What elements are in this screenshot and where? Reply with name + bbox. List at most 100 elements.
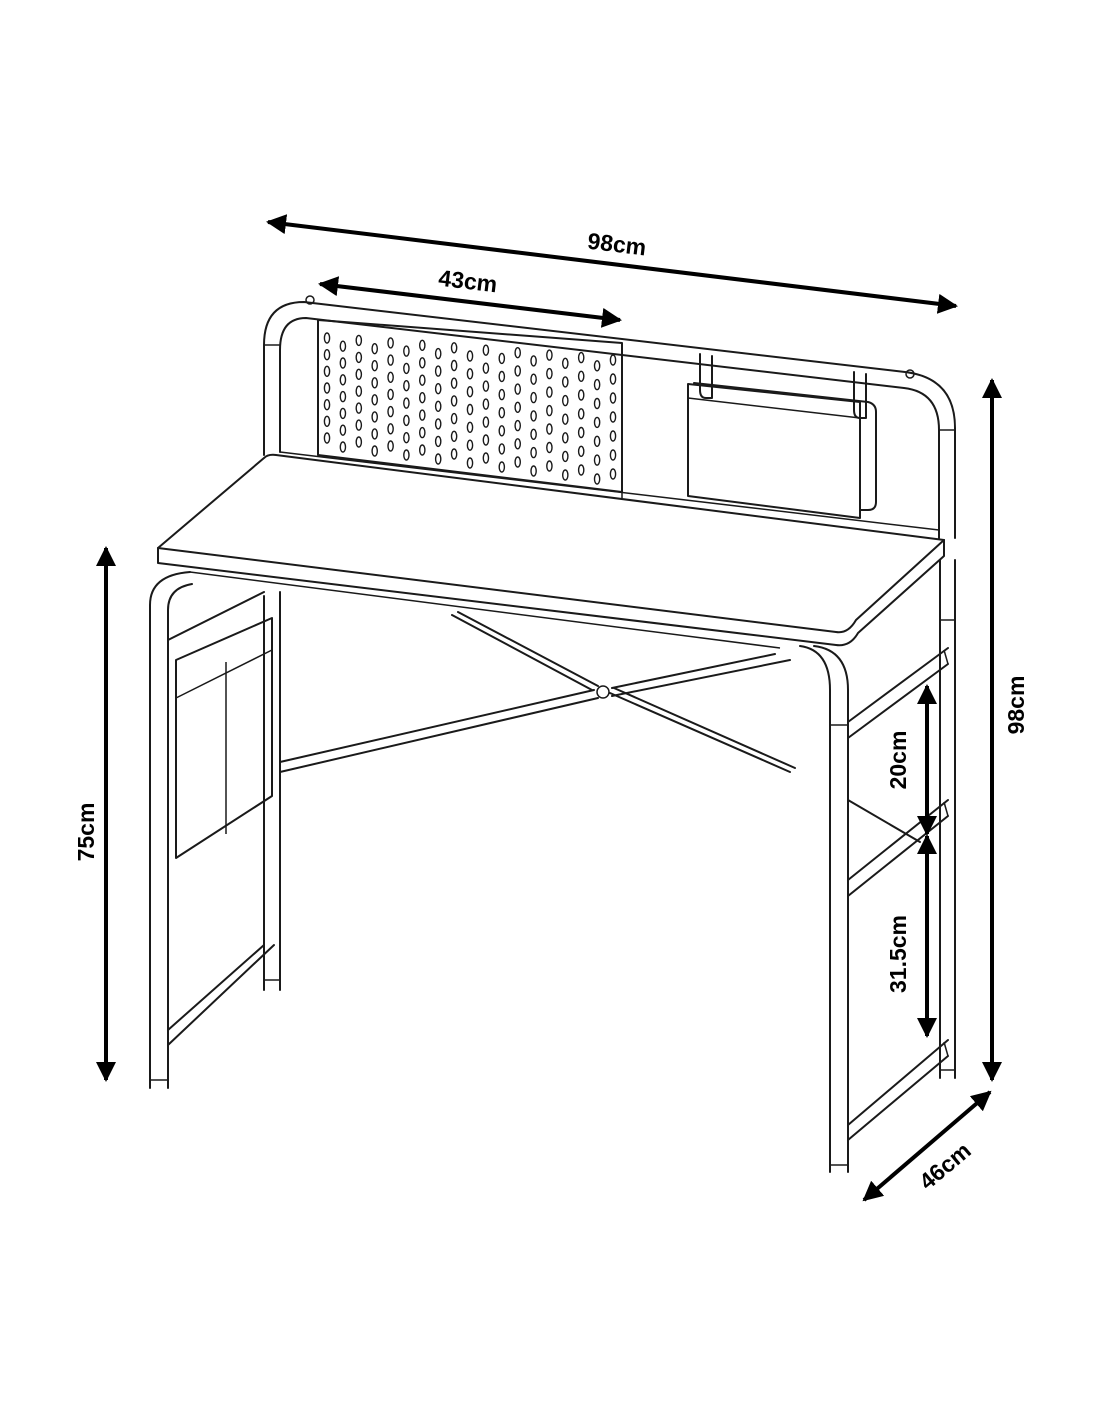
pegboard-hole <box>339 441 347 453</box>
pegboard-hole <box>546 441 553 454</box>
pegboard-hole <box>450 377 458 389</box>
pegboard-hole <box>355 351 363 364</box>
pegboard-hole <box>609 392 617 404</box>
side-pocket <box>175 617 273 859</box>
pegboard-hole <box>418 426 426 439</box>
pegboard-hole <box>403 414 410 427</box>
pegboard-hole <box>562 432 569 444</box>
pegboard-hole <box>593 416 601 429</box>
pegboard-hole <box>355 402 363 414</box>
pegboard-hole <box>609 411 617 423</box>
pegboard-hole <box>323 365 331 377</box>
pegboard-hole <box>577 408 585 420</box>
right-back-leg <box>939 559 956 1079</box>
pegboard-hole <box>323 332 331 344</box>
pegboard-hole <box>387 388 394 401</box>
pegboard-hole <box>546 460 553 472</box>
overall-height-label: 98cm <box>1003 676 1029 735</box>
pegboard-hole <box>323 415 331 427</box>
pegboard-hole <box>514 347 522 359</box>
pegboard-hole <box>387 423 394 435</box>
pegboard-hole <box>577 426 585 439</box>
pegboard-hole <box>609 373 617 385</box>
pegboard-hole <box>530 410 537 422</box>
pegboard-hole <box>387 354 394 366</box>
pegboard-hole <box>498 443 506 455</box>
pegboard-hole <box>418 409 426 421</box>
pegboard-hole <box>609 449 617 461</box>
pegboard-hole <box>403 380 410 392</box>
pegboard-hole <box>546 349 553 361</box>
pegboard-hole <box>339 340 347 352</box>
pegboard-holes <box>323 332 617 485</box>
pegboard-hole <box>546 404 553 417</box>
width-dimension-arrow <box>266 214 958 314</box>
pegboard-hole <box>371 445 379 457</box>
pegboard-hole <box>546 423 553 435</box>
pegboard-hole <box>498 425 506 437</box>
pegboard-hole <box>403 449 410 461</box>
pegboard-hole <box>530 465 537 477</box>
pegboard-hole <box>466 350 474 362</box>
left-leg <box>149 571 281 1089</box>
pegboard-hole <box>371 428 379 440</box>
pegboard-hole <box>577 464 585 476</box>
pegboard-hole <box>434 435 442 448</box>
pegboard-hole <box>482 452 490 464</box>
pegboard-hole <box>514 383 522 395</box>
pegboard-hole <box>450 359 458 372</box>
pegboard-hole <box>482 380 490 392</box>
pegboard-hole <box>450 448 458 460</box>
pegboard-hole <box>562 469 569 481</box>
pegboard-hole <box>371 394 379 406</box>
pegboard-hole <box>593 397 601 410</box>
pegboard-hole <box>609 430 617 442</box>
pegboard-hole <box>323 382 331 394</box>
pegboard-hole <box>482 362 490 374</box>
pegboard-hole <box>498 407 506 419</box>
pegboard <box>317 319 623 493</box>
pegboard-hole <box>593 473 601 485</box>
pegboard-hole <box>466 439 474 451</box>
pegboard-hole <box>482 398 490 410</box>
side-rails <box>847 647 949 1141</box>
pegboard-hole <box>418 357 426 369</box>
pegboard-hole <box>514 438 522 450</box>
pegboard-hole <box>514 456 522 468</box>
pegboard-hole <box>403 397 410 409</box>
pegboard-hole <box>387 405 394 418</box>
pegboard-hole <box>355 419 363 431</box>
pegboard-hole <box>562 376 569 388</box>
pegboard-hole <box>577 389 585 401</box>
desk-height-label: 75cm <box>73 803 99 862</box>
pegboard-hole <box>577 351 585 364</box>
pegboard-hole <box>562 450 569 463</box>
pegboard-hole <box>466 368 474 380</box>
desk-top <box>157 453 945 649</box>
pegboard-hole <box>387 337 394 349</box>
pegboard-hole <box>546 367 553 380</box>
lower-gap-label: 31.5cm <box>885 915 911 993</box>
depth-dimension-arrow <box>862 1090 992 1202</box>
pegboard-hole <box>593 435 601 447</box>
overall-width-label: 98cm <box>586 228 648 261</box>
pegboard-hole <box>387 440 394 452</box>
pegboard-hole <box>355 385 363 397</box>
pegboard-hole <box>466 403 474 416</box>
pegboard-width-label: 43cm <box>437 265 498 298</box>
pegboard-hole <box>434 418 442 430</box>
pegboard-hole <box>450 430 458 442</box>
pegboard-hole <box>339 424 347 436</box>
pegboard-hole <box>355 436 363 448</box>
pegboard-hole <box>482 344 490 356</box>
pegboard-hole <box>546 386 553 398</box>
pegboard-hole <box>562 413 569 425</box>
pegboard-hole <box>482 434 490 446</box>
pegboard-hole <box>593 360 601 372</box>
pegboard-hole <box>514 365 522 377</box>
pegboard-hole <box>482 416 490 428</box>
pegboard-hole <box>323 399 331 411</box>
pegboard-hole <box>530 391 537 404</box>
